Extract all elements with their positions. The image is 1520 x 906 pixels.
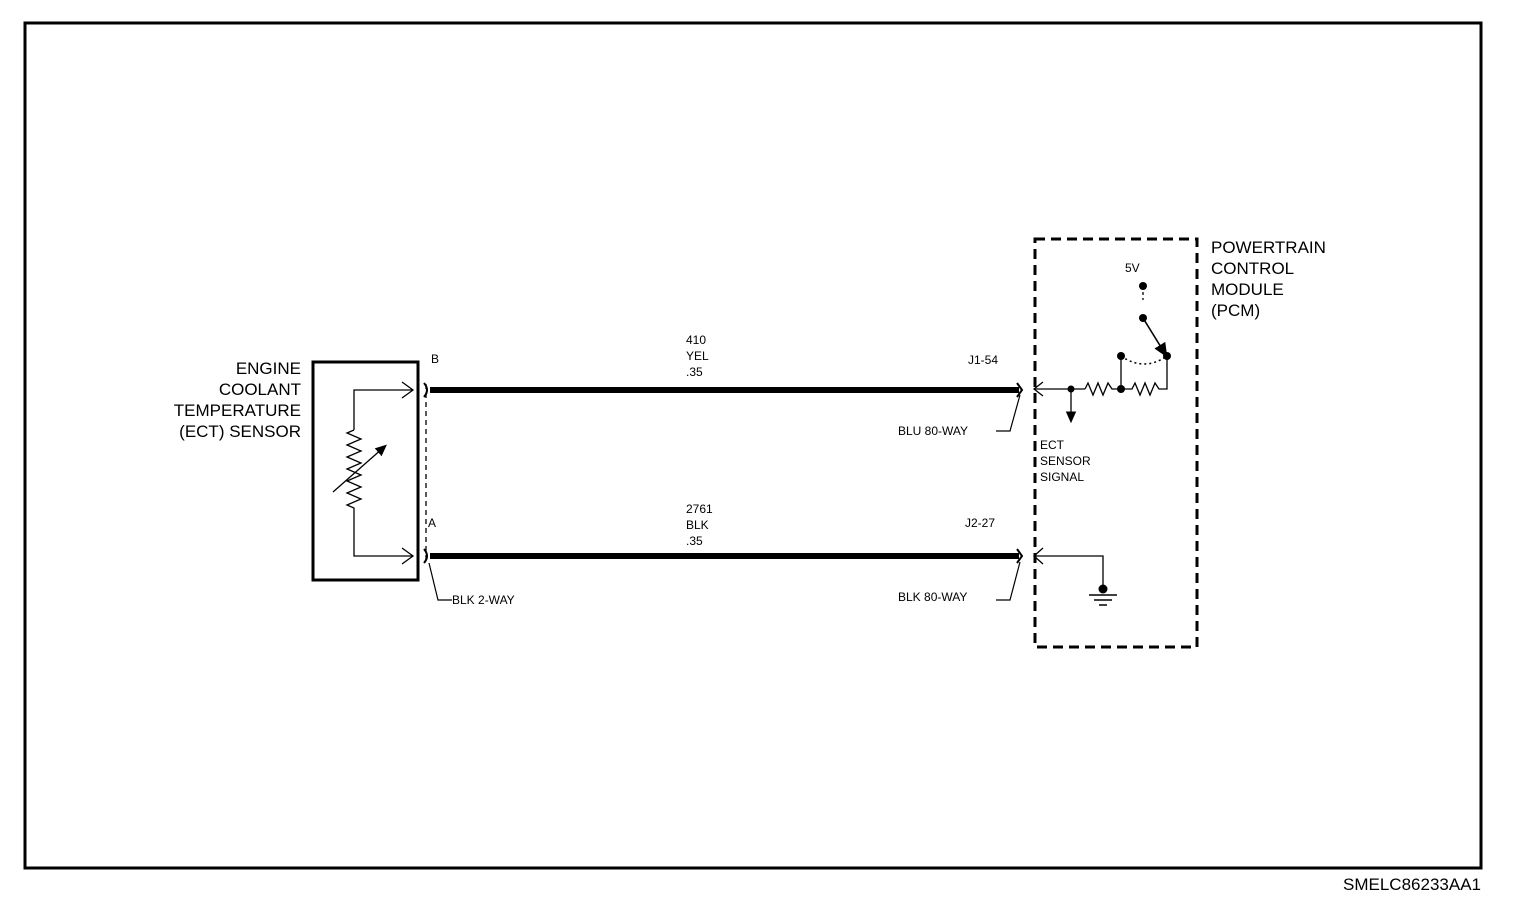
wire-2-gauge: .35	[686, 534, 703, 548]
sensor-connector-leader	[428, 562, 452, 601]
sensor-pin-a-label: A	[428, 516, 436, 530]
pcm-name-line-2: CONTROL	[1211, 259, 1294, 278]
pull-up-resistor-1-icon	[1084, 381, 1121, 397]
pcm-name-line-3: MODULE	[1211, 280, 1284, 299]
pcm-name-line-1: POWERTRAIN	[1211, 238, 1326, 257]
switch-link-dotted	[1120, 355, 1168, 365]
wire-1-gauge: .35	[686, 365, 703, 379]
supply-5v-label: 5V	[1125, 261, 1140, 275]
sensor-pin-b-label: B	[431, 352, 439, 366]
signal-label-line-1: ECT	[1040, 438, 1065, 452]
ect-sensor: ENGINE COOLANT TEMPERATURE (ECT) SENSOR …	[174, 352, 515, 607]
blu-80-way-label: BLU 80-WAY	[898, 424, 968, 438]
sensor-name-line-2: COOLANT	[219, 380, 301, 399]
blu-80-way-leader	[996, 394, 1021, 432]
pcm-body	[1033, 237, 1199, 649]
signal-label-line-2: SENSOR	[1040, 454, 1091, 468]
blk-80-way-leader	[996, 561, 1021, 601]
wire-1-circuit-number: 410	[686, 333, 706, 347]
sensor-name-line-4: (ECT) SENSOR	[179, 422, 301, 441]
thermistor-icon	[345, 429, 363, 513]
ground-icon	[1089, 594, 1117, 606]
wire-1-pcm-pin: J1-54	[968, 353, 998, 367]
ground-wire	[1035, 555, 1104, 588]
wire-circuit-2761: 2761 BLK .35 J2-27	[430, 502, 1019, 559]
wire-2-circuit-number: 2761	[686, 502, 713, 516]
switch-arm	[1142, 317, 1168, 358]
pcm-module: POWERTRAIN CONTROL MODULE (PCM) 5V ECT S…	[1032, 237, 1326, 649]
sensor-name-line-3: TEMPERATURE	[174, 401, 301, 420]
wire-1-color: YEL	[686, 349, 709, 363]
sensor-body	[311, 360, 420, 582]
wire-2-pcm-pin: J2-27	[965, 516, 995, 530]
signal-label-line-3: SIGNAL	[1040, 470, 1084, 484]
sensor-connector-label: BLK 2-WAY	[452, 593, 515, 607]
pull-up-resistor-2-icon	[1121, 356, 1168, 397]
diagram-frame	[23, 21, 1483, 870]
sensor-name-line-1: ENGINE	[236, 359, 301, 378]
pcm-name-line-4: (PCM)	[1211, 301, 1260, 320]
wire-2-color: BLK	[686, 518, 709, 532]
wire-circuit-410: 410 YEL .35 J1-54	[430, 333, 1019, 393]
variable-arrow-icon	[332, 444, 387, 493]
pcm-connector-ends: BLU 80-WAY BLK 80-WAY	[898, 382, 1024, 604]
sensor-internal-wire	[353, 389, 413, 557]
blk-80-way-label: BLK 80-WAY	[898, 590, 967, 604]
figure-id: SMELC86233AA1	[1343, 875, 1481, 894]
